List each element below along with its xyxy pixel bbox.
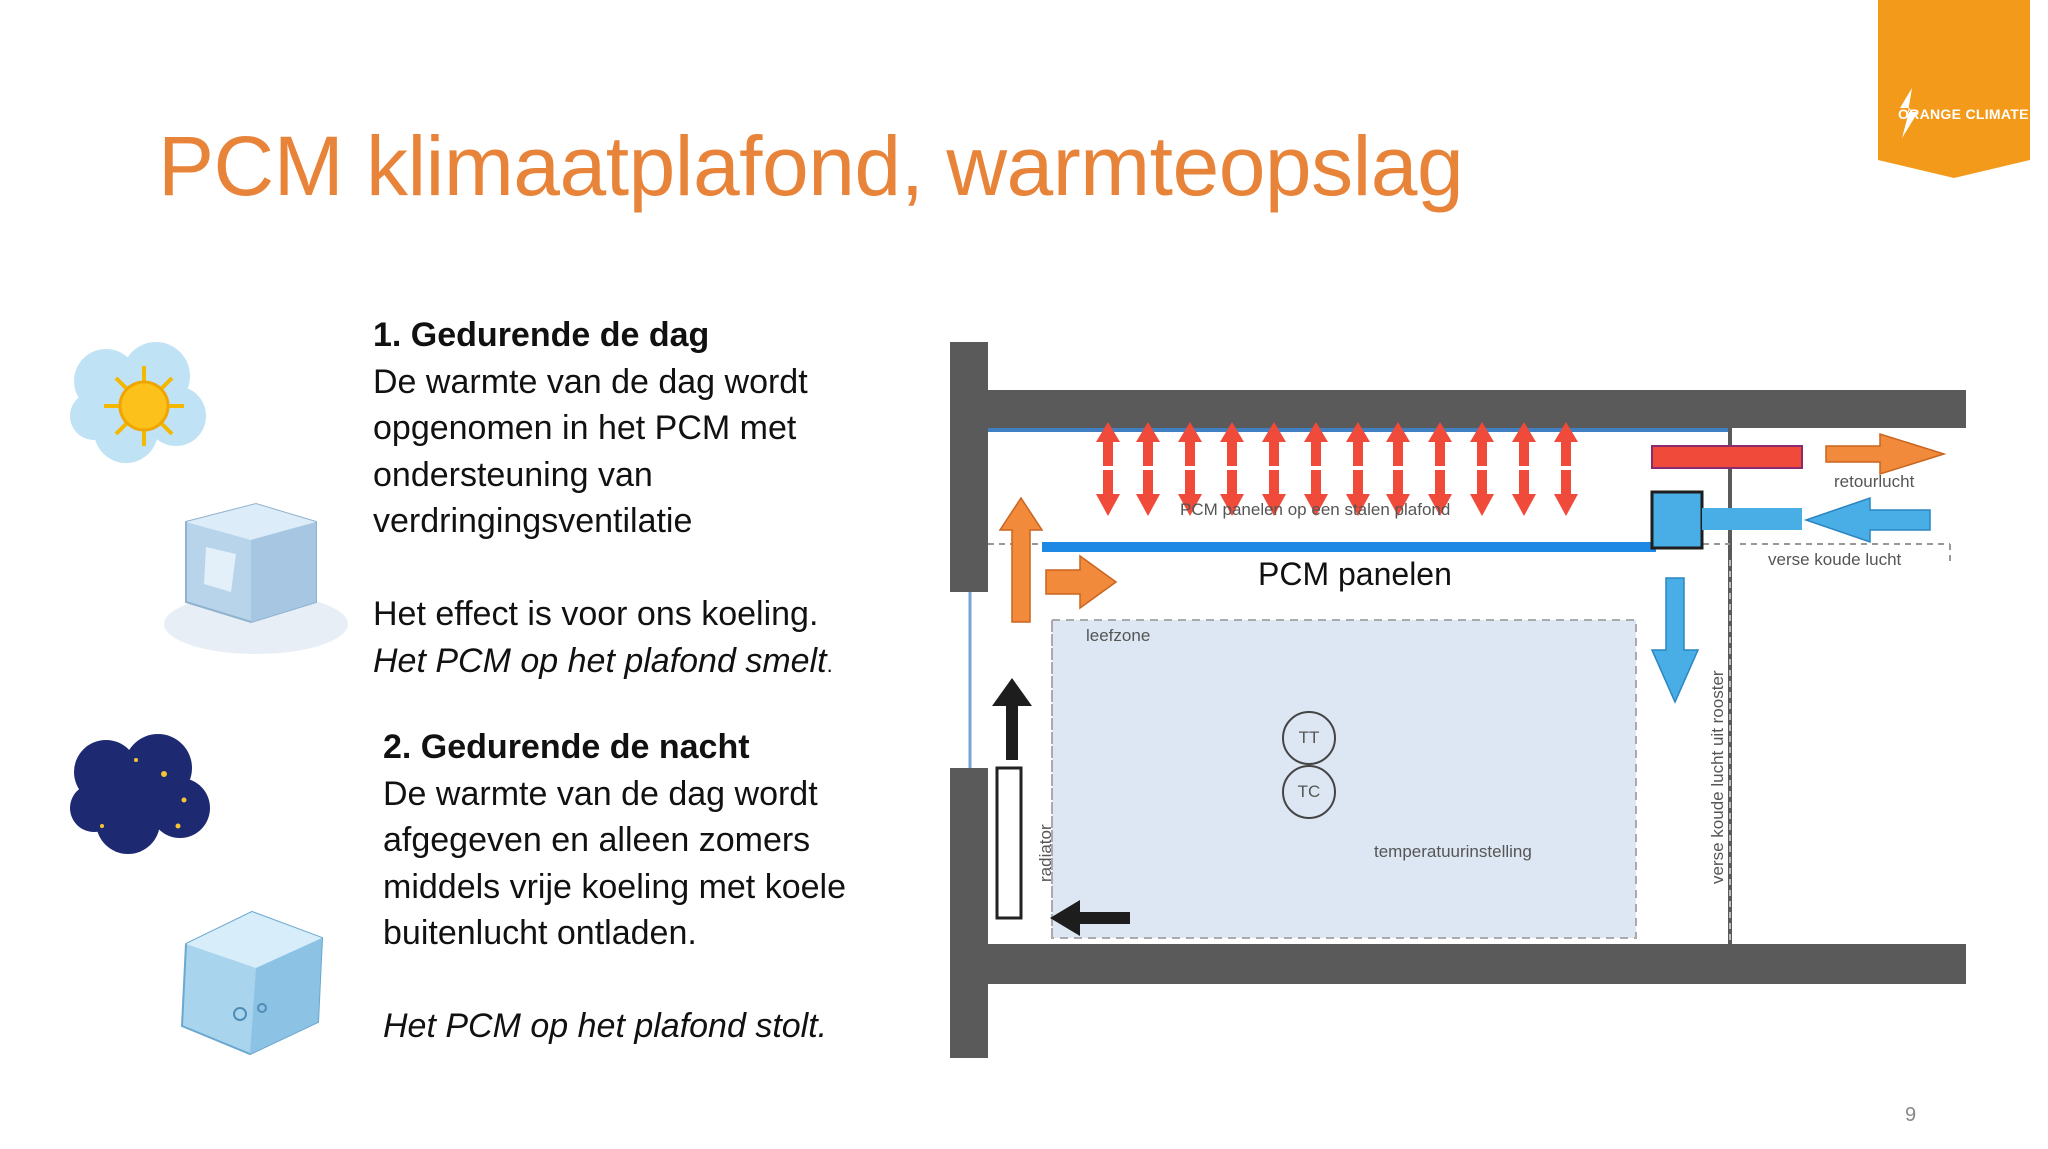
heat-down-arrow bbox=[1220, 470, 1244, 516]
heat-down-arrow bbox=[1512, 470, 1536, 516]
leefzone-label: leefzone bbox=[1086, 626, 1151, 645]
heat-down-arrow bbox=[1304, 470, 1328, 516]
pcm-heat-arrows bbox=[1096, 422, 1578, 516]
heat-down-arrow bbox=[1178, 470, 1202, 516]
heat-down-arrow bbox=[1470, 470, 1494, 516]
roof-slab bbox=[988, 390, 1966, 428]
heat-up-arrow bbox=[1346, 422, 1370, 466]
temperatuurinstelling-label: temperatuurinstelling bbox=[1374, 842, 1532, 861]
warm-air-up-arrow bbox=[998, 496, 1044, 623]
floor-slab bbox=[988, 944, 1966, 984]
rooster-label: verse koude lucht uit rooster bbox=[1708, 670, 1727, 884]
heat-up-arrow bbox=[1220, 422, 1244, 466]
page-number: 9 bbox=[1905, 1104, 1917, 1126]
fresh-air-arrow bbox=[1803, 496, 1931, 544]
tt-sensor bbox=[1282, 711, 1336, 765]
verse-koude-lucht-label: verse koude lucht bbox=[1768, 550, 1902, 569]
cold-air-down-arrow bbox=[1650, 577, 1700, 704]
tc-label: TC bbox=[1297, 782, 1321, 801]
leefzone-area bbox=[1051, 619, 1637, 939]
night-line: De warmte van de dag wordt bbox=[383, 774, 818, 813]
left-wall-upper bbox=[950, 342, 988, 592]
supply-air-unit bbox=[1650, 490, 1704, 550]
heat-up-arrow bbox=[1304, 422, 1328, 466]
black-left-arrow bbox=[1050, 900, 1130, 936]
heat-up-arrow bbox=[1428, 422, 1452, 466]
day-line: opgenomen in het PCM met bbox=[373, 409, 797, 447]
heat-down-arrow bbox=[1136, 470, 1160, 516]
day-text-block: 1. Gedurende de dag De warmte van de dag… bbox=[373, 312, 833, 688]
pcm-panel-label: PCM panelen bbox=[1258, 556, 1452, 592]
pcm-panel-bar bbox=[1042, 542, 1656, 552]
page-title: PCM klimaatplafond, warmteopslag bbox=[158, 119, 1464, 213]
return-air-duct bbox=[1651, 445, 1803, 469]
ceiling-label: PCM panelen op een stalen plafond bbox=[1180, 500, 1451, 519]
day-line: ondersteuning van bbox=[373, 455, 653, 494]
heat-up-arrow bbox=[1136, 422, 1160, 466]
night-line: afgegeven en alleen zomers bbox=[383, 821, 811, 859]
night-italic: Het PCM op het plafond stolt. bbox=[383, 1007, 828, 1045]
heat-up-arrow bbox=[1178, 422, 1202, 466]
heat-down-arrow bbox=[1262, 470, 1286, 516]
radiator-label: radiator bbox=[1036, 824, 1055, 882]
heat-down-arrow bbox=[1554, 470, 1578, 516]
night-text-block: 2. Gedurende de nacht De warmte van de d… bbox=[383, 724, 846, 1050]
heat-up-arrow bbox=[1554, 422, 1578, 466]
day-line: verdringingsventilatie bbox=[373, 502, 693, 540]
night-heading: 2. Gedurende de nacht bbox=[383, 728, 750, 766]
day-line: De warmte van de dag wordt bbox=[373, 362, 808, 401]
heat-up-arrow bbox=[1386, 422, 1410, 466]
tc-controller bbox=[1282, 765, 1336, 819]
heat-down-arrow bbox=[1346, 470, 1370, 516]
day-heading: 1. Gedurende de dag bbox=[373, 316, 710, 354]
warm-air-right-arrow bbox=[1045, 554, 1118, 610]
supply-air-duct bbox=[1702, 508, 1802, 530]
night-line: buitenlucht ontladen. bbox=[383, 914, 697, 952]
sun-icon bbox=[66, 336, 212, 471]
heat-down-arrow bbox=[1096, 470, 1120, 516]
ice-cube-icon bbox=[172, 904, 332, 1063]
night-line: middels vrije koeling met koele bbox=[383, 867, 846, 906]
tt-label: TT bbox=[1298, 728, 1320, 747]
heat-up-arrow bbox=[1470, 422, 1494, 466]
black-up-arrow bbox=[992, 678, 1032, 760]
pcm-ceiling-diagram bbox=[950, 342, 1966, 1058]
moon-stars-icon bbox=[66, 730, 214, 863]
logo-text: ORANGE CLIMATE bbox=[1898, 106, 2029, 122]
ice-cube-melting-icon bbox=[156, 492, 350, 667]
heat-up-arrow bbox=[1096, 422, 1120, 466]
retourlucht-arrow bbox=[1825, 432, 1947, 476]
left-wall-lower bbox=[950, 768, 988, 1058]
heat-up-arrow bbox=[1512, 422, 1536, 466]
day-italic-end: . bbox=[826, 651, 833, 677]
heat-down-arrow bbox=[1386, 470, 1410, 516]
day-effect: Het effect is voor ons koeling. bbox=[373, 595, 819, 633]
day-italic: Het PCM op het plafond smelt bbox=[373, 641, 827, 680]
day-italic-line: Het PCM op het plafond smelt. bbox=[373, 638, 833, 689]
orange-climate-logo: ORANGE CLIMATE bbox=[1878, 0, 2030, 178]
heat-up-arrow bbox=[1262, 422, 1286, 466]
radiator bbox=[995, 766, 1023, 920]
heat-down-arrow bbox=[1428, 470, 1452, 516]
retourlucht-label: retourlucht bbox=[1834, 472, 1915, 491]
